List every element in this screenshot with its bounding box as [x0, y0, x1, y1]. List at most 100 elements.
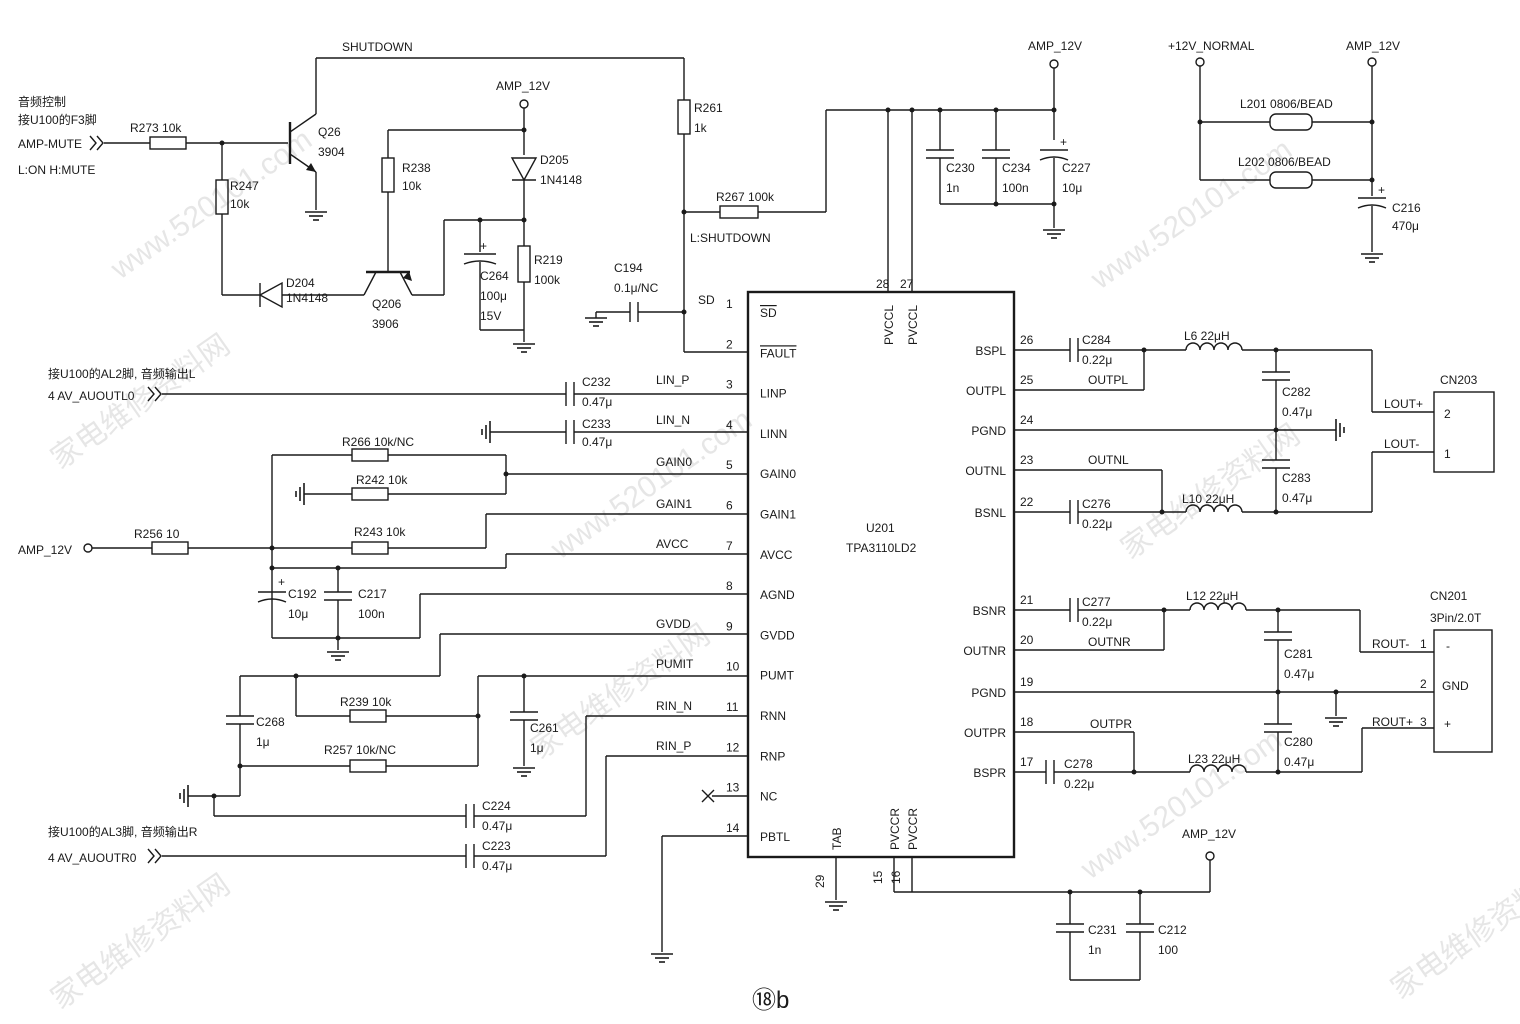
label-c216: C216 — [1392, 201, 1421, 215]
pin-name: PGND — [971, 424, 1006, 438]
pin-number: 5 — [726, 458, 733, 472]
label-minus: - — [1446, 639, 1450, 653]
pin-number: 8 — [726, 579, 733, 593]
net-outnr: OUTNR — [1088, 635, 1131, 649]
pin-name: RNP — [760, 749, 785, 763]
pin-number: 2 — [1420, 677, 1427, 691]
label-r261-value: 1k — [694, 121, 708, 135]
figure-label: ⑱b — [752, 987, 789, 1014]
label-d205: D205 — [540, 153, 569, 167]
power-filter-left: AMP_12V C230 1n C234 100n + C227 10μ — [926, 39, 1091, 239]
pin-number: 23 — [1020, 453, 1034, 467]
label-c280-value: 0.47μ — [1284, 755, 1314, 769]
label-c278-value: 0.22μ — [1064, 777, 1094, 791]
connector-cn201 — [1433, 629, 1493, 753]
inductor-l23 — [1189, 764, 1247, 773]
pin-name: OUTNR — [963, 644, 1006, 658]
pin-number: 13 — [726, 781, 740, 795]
label-c227-value: 10μ — [1062, 181, 1082, 195]
pin-number: 18 — [1020, 715, 1034, 729]
pin-name: BSPR — [973, 766, 1006, 780]
pin-number: 1 — [726, 297, 733, 311]
pin-number: 25 — [1020, 373, 1034, 387]
note-audio-l: 接U100的AL2脚, 音频输出L — [48, 366, 196, 381]
pin-number: 6 — [726, 499, 733, 513]
label-c276: C276 — [1082, 497, 1111, 511]
label-c192-value: 10μ — [288, 607, 308, 621]
net-audio-l: 4 AV_AUOUTL0 — [48, 389, 135, 403]
label-c231: C231 — [1088, 923, 1117, 937]
label-q206-value: 3906 — [372, 317, 399, 331]
resistor-r266 — [351, 448, 389, 462]
label-c212: C212 — [1158, 923, 1187, 937]
pin-name: GVDD — [760, 628, 795, 642]
label-c264-value: 100μ — [480, 289, 507, 303]
pin-name: GAIN1 — [760, 508, 796, 522]
pin-number: 1 — [1420, 637, 1427, 651]
net-outpr: OUTPR — [1090, 717, 1132, 731]
label-c217: C217 — [358, 587, 387, 601]
resistor-r239 — [349, 709, 387, 723]
pin-name: BSNR — [973, 604, 1007, 618]
net-audio-r: 4 AV_AUOUTR0 — [48, 851, 137, 865]
label-r243: R243 10k — [354, 525, 406, 539]
pin-number: 10 — [726, 660, 740, 674]
watermark: www.520101.com — [104, 123, 318, 286]
pin-name: RNN — [760, 709, 786, 723]
note-audio-r: 接U100的AL3脚, 音频输出R — [48, 824, 198, 839]
label-c224: C224 — [482, 799, 511, 813]
pin-name: PVCCL — [882, 305, 896, 345]
pin-name: OUTPL — [966, 384, 1006, 398]
input-network: 接U100的AL2脚, 音频输出L 4 AV_AUOUTL0 C232 0.47… — [18, 351, 748, 963]
pin-number: 26 — [1020, 333, 1034, 347]
pvccr-decoupling: AMP_12V C231 1n C212 100 — [1056, 827, 1236, 981]
resistor-r267 — [719, 205, 759, 219]
pin-name: PVCCL — [906, 305, 920, 345]
label-c223: C223 — [482, 839, 511, 853]
net-12v-normal: +12V_NORMAL — [1168, 39, 1255, 53]
pin-number: 28 — [876, 277, 890, 291]
ic-body — [746, 290, 1016, 859]
watermark: 家电维修资料网 — [45, 868, 236, 1015]
pin-number: 27 — [900, 277, 914, 291]
label-c230: C230 — [946, 161, 975, 175]
label-c227: C227 — [1062, 161, 1091, 175]
net-lin-n: LIN_N — [656, 413, 690, 427]
resistor-r261 — [677, 99, 691, 135]
label-l23: L23 22μH — [1188, 752, 1240, 766]
resistor-r242 — [351, 487, 389, 501]
label-q26-value: 3904 — [318, 145, 345, 159]
pin-number: 11 — [726, 700, 739, 714]
pin-name: LINP — [760, 387, 787, 401]
pin-number: 1 — [1444, 447, 1451, 461]
label-c212-value: 100 — [1158, 943, 1178, 957]
label-c264-voltage: 15V — [480, 309, 501, 323]
pin-name: SD — [760, 306, 777, 320]
label-r238-value: 10k — [402, 179, 422, 193]
label-q26: Q26 — [318, 125, 341, 139]
label-lout-minus: LOUT- — [1384, 437, 1419, 451]
polarity-plus: + — [278, 575, 285, 589]
pin-number: 29 — [813, 874, 827, 888]
pin-number: 15 — [871, 870, 885, 884]
inductor-l12 — [1189, 602, 1247, 611]
pin-number: 7 — [726, 539, 733, 553]
label-c278: C278 — [1064, 757, 1093, 771]
resistor-r257 — [349, 759, 387, 773]
label-r242: R242 10k — [356, 473, 408, 487]
label-c233-value: 0.47μ — [582, 435, 612, 449]
label-l201: L201 0806/BEAD — [1240, 97, 1333, 111]
note-mute-logic: L:ON H:MUTE — [18, 163, 95, 177]
label-c284-value: 0.22μ — [1082, 353, 1112, 367]
pin-number: 3 — [1420, 715, 1427, 729]
pin-number: 22 — [1020, 495, 1034, 509]
label-c264: C264 — [480, 269, 509, 283]
label-q206: Q206 — [372, 297, 402, 311]
label-c233: C233 — [582, 417, 611, 431]
label-c230-value: 1n — [946, 181, 959, 195]
net-outpl: OUTPL — [1088, 373, 1128, 387]
label-c282-value: 0.47μ — [1282, 405, 1312, 419]
pin-number: 21 — [1020, 593, 1034, 607]
net-sd: SD — [698, 293, 715, 307]
